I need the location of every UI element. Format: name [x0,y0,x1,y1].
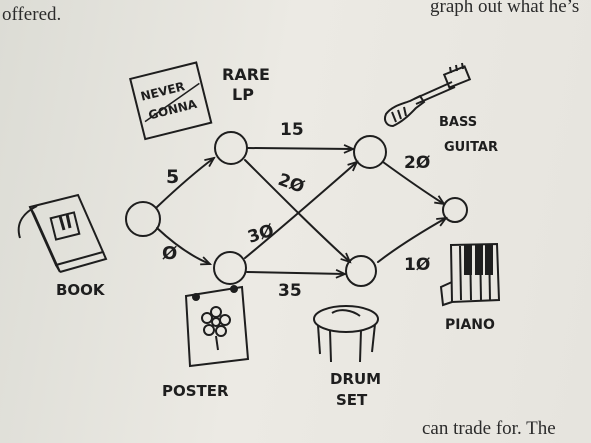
book-icon [17,193,108,273]
label-drum: DRUM [330,370,381,388]
weight-poster-bass: 3Ø [245,221,276,248]
weight-rarelp-bass: 15 [280,120,304,140]
weight-book-poster: Ø [162,243,177,264]
label-lp: LP [232,85,254,104]
edge-book-poster [156,227,210,264]
edge-book-rarelp [156,158,214,208]
printed-text-top-left: offered. [2,4,62,25]
node-rare-lp [214,131,248,165]
piano-icon [439,242,501,307]
label-poster: POSTER [162,382,229,400]
node-book [125,201,161,237]
edge-bass-piano [382,161,444,204]
edge-drum-piano [377,218,446,263]
node-drum-set [345,255,377,287]
node-poster [213,251,247,285]
label-piano: PIANO [445,317,495,333]
edge-rarelp-drum [244,159,350,262]
edge-poster-bass [244,162,357,259]
weight-book-rarelp: 5 [166,166,179,188]
poster-icon [184,285,250,368]
label-set: SET [336,391,368,409]
node-bass-guitar [353,135,387,169]
edge-rarelp-bass [247,148,353,149]
node-piano [442,197,468,223]
bass-guitar-icon [383,62,472,128]
weight-drum-piano: 1Ø [404,255,430,275]
printed-text-top-right: graph out what he’s [430,0,580,17]
weight-poster-drum: 35 [278,281,302,301]
printed-text-bottom: can trade for. The [422,418,556,439]
edge-poster-drum [246,272,345,274]
label-guitar: GUITAR [444,140,498,155]
weight-bass-piano: 2Ø [404,153,430,173]
record-sleeve-icon: NEVER GONNA [129,61,213,141]
label-book: BOOK [56,281,106,299]
drum-set-icon [313,305,379,363]
label-bass: BASS [439,115,477,130]
label-rare: RARE [222,65,270,84]
